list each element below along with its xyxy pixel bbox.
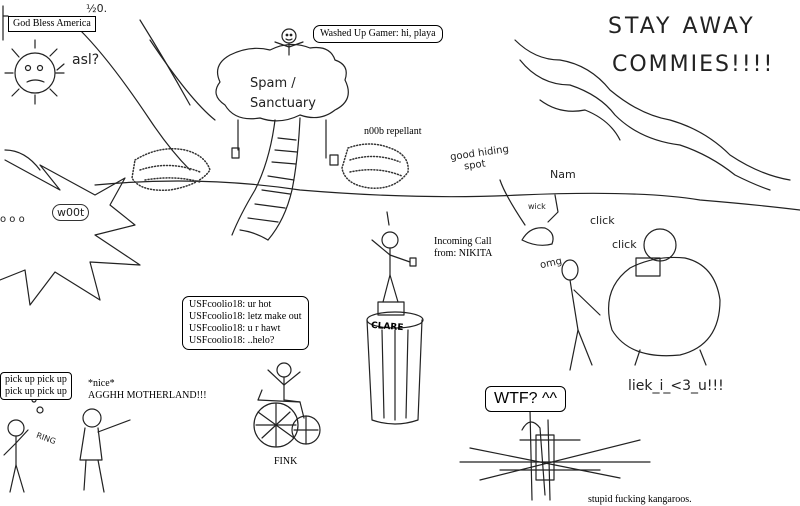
wheelchair-name: FINK [274, 456, 298, 467]
motherland-line1: *nice* [88, 378, 115, 389]
sun-speech: asl? [72, 52, 100, 68]
chat-bubble: USFcoolio18: ur hot USFcoolio18: letz ma… [182, 296, 309, 350]
gamer-speech-text: Washed Up Gamer: hi, playa [320, 28, 436, 39]
repellant-label: n00b repellant [364, 126, 422, 137]
click-label-bottom: click [612, 238, 637, 251]
pickup-line: pick up pick up [5, 386, 67, 397]
flag-pole [2, 5, 9, 41]
call-line2: from: NIKITA [434, 248, 493, 259]
phone-figures [3, 397, 131, 493]
wind-strokes-left [4, 19, 216, 171]
banner-scribble: ½0. [86, 2, 108, 15]
call-line1: Incoming Call [434, 236, 492, 247]
kangaroo-scribble [459, 409, 651, 501]
commies-line2: COMMIES!!!! [612, 52, 775, 77]
sun-drawing [4, 39, 65, 105]
chat-line: USFcoolio18: u r hawt [189, 323, 281, 334]
pickup-line: pick up pick up [5, 374, 67, 385]
statue-figure [366, 211, 424, 425]
gamer-figure [274, 28, 304, 56]
kangaroo-caption: stupid fucking kangaroos. [588, 494, 692, 505]
nam-label: Nam [550, 168, 576, 181]
banner-text: God Bless America [13, 18, 91, 29]
god-bless-banner: God Bless America [8, 16, 96, 32]
liek-label: liek_i_<3_u!!! [628, 378, 724, 394]
wick-label: wick [528, 202, 546, 211]
gamer-speech-bubble: Washed Up Gamer: hi, playa [313, 25, 443, 43]
tree-label-line1: Spam / [250, 76, 296, 91]
tree-label-line2: Sanctuary [250, 96, 316, 111]
chat-line: USFcoolio18: ur hot [189, 299, 272, 310]
hiding-animal [499, 179, 559, 246]
pickup-bubble: pick up pick up pick up pick up [0, 372, 72, 400]
bushes [131, 143, 409, 191]
horizon-line [94, 180, 800, 211]
commies-line1: STAY AWAY [608, 14, 756, 39]
couple-figures [561, 228, 721, 371]
wheelchair-figure [253, 362, 321, 448]
explosion-text: w00t [52, 204, 90, 221]
commies-waves [514, 39, 791, 191]
chat-line: USFcoolio18: ..helo? [189, 335, 275, 346]
motherland-line2: AGGHH MOTHERLAND!!! [88, 390, 207, 401]
click-label-top: click [590, 214, 615, 227]
wtf-bubble: WTF? ^^ [485, 386, 567, 412]
wtf-text: WTF? ^^ [494, 390, 558, 407]
chat-line: USFcoolio18: letz make out [189, 311, 302, 322]
explosion-burst [0, 159, 141, 306]
palm-tree [215, 43, 349, 241]
explosion-puffs: o o o [0, 214, 25, 225]
